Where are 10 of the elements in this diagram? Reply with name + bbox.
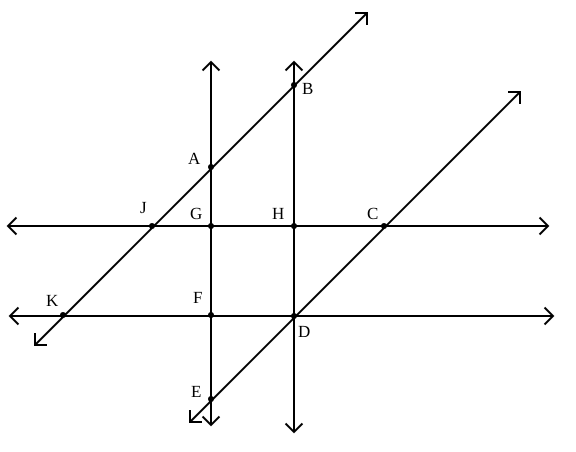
- point-label: G: [190, 205, 202, 222]
- point-label: H: [272, 205, 284, 222]
- point-label: A: [188, 150, 200, 167]
- point-label: E: [191, 383, 202, 400]
- point-label: J: [140, 199, 147, 216]
- point-label: K: [46, 292, 58, 309]
- point-label: D: [298, 323, 310, 340]
- point-label: F: [193, 289, 202, 306]
- point-label: B: [302, 80, 314, 97]
- point-label: C: [367, 205, 378, 222]
